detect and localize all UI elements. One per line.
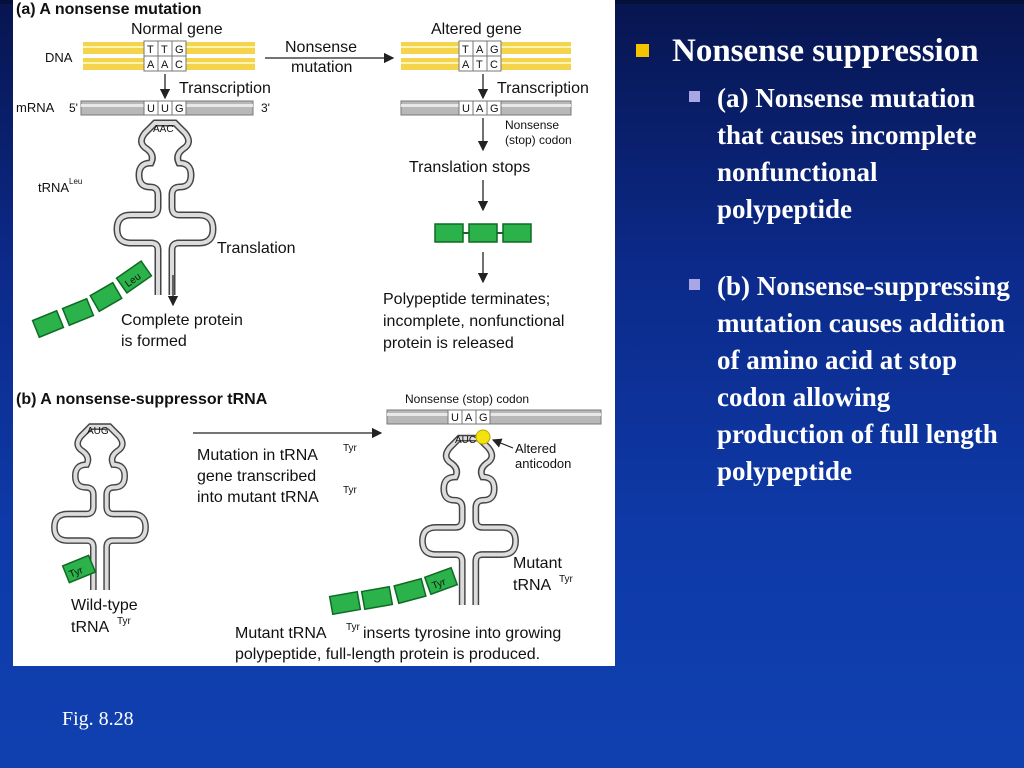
mutation-label-2: gene transcribed (197, 468, 316, 485)
mrna-label: mRNA (16, 100, 55, 115)
altered-dna-strands (401, 40, 571, 72)
mutant-tyr-label: Tyr (431, 577, 448, 592)
panel-b-mrna (386, 409, 602, 425)
mutation-label-3: into mutant tRNA (197, 489, 319, 506)
bullet-list: Nonsense suppression (a) Nonsense mutati… (632, 30, 1017, 490)
normal-codon-1: U (147, 103, 155, 115)
complete-protein-label-1: Complete protein (121, 312, 243, 329)
figure-nonsense-suppression: (a) A nonsense mutation Normal gene Alte… (13, 0, 615, 666)
wild-type-trna-label: tRNA (71, 619, 110, 636)
translation-stops-label: Translation stops (409, 159, 530, 176)
figure-caption: Fig. 8.28 (62, 708, 134, 730)
five-prime-label: 5' (69, 101, 78, 115)
bullet-text-b: (b) Nonsense-suppressing mutation causes… (717, 271, 1010, 486)
altered-anticodon-arrow (491, 438, 514, 449)
altered-codon-3: G (490, 103, 499, 115)
altered-codon-1: U (462, 103, 470, 115)
terminates-label-3: protein is released (383, 335, 514, 352)
wt-tyr-bead (61, 554, 97, 584)
trna-leu-sup: Leu (69, 177, 82, 186)
normal-top-3: G (175, 44, 184, 56)
wt-tyr-label: Tyr (68, 565, 86, 581)
diagram: (a) A nonsense mutation Normal gene Alte… (16, 1, 602, 663)
altered-anticodon-highlight (475, 429, 491, 445)
altered-label-1: Altered (515, 441, 556, 456)
transcription-label-right: Transcription (497, 80, 589, 97)
stop-codon-3: G (479, 412, 488, 424)
altered-top-2: A (476, 44, 484, 56)
nonsense-mutation-label-1: Nonsense (285, 39, 357, 56)
altered-top-1: T (462, 44, 469, 56)
transcription-label-left: Transcription (179, 80, 271, 97)
panel-a-title: (a) A nonsense mutation (16, 1, 202, 18)
normal-dna-strands (83, 40, 255, 72)
normal-bottom-1: A (147, 59, 155, 71)
heading-bullet: Nonsense suppression (632, 30, 1017, 72)
terminates-label-2: incomplete, nonfunctional (383, 313, 564, 330)
stop-codon-1: U (451, 412, 459, 424)
normal-codon-2: U (161, 103, 169, 115)
normal-gene-label: Normal gene (131, 21, 223, 38)
wild-type-trna-sup: Tyr (117, 616, 132, 627)
translation-label: Translation (217, 240, 296, 257)
panel-b-title: (b) A nonsense-suppressor tRNA (16, 391, 268, 408)
leu-anticodon: AAC (153, 124, 174, 135)
slide-heading: Nonsense suppression (672, 33, 979, 69)
inserts-label-2: polypeptide, full-length protein is prod… (235, 646, 540, 663)
mutation-sup-3: Tyr (343, 485, 358, 496)
inserts-sup: Tyr (346, 622, 361, 633)
wild-type-label: Wild-type (71, 597, 138, 614)
square-bullet-icon (689, 91, 700, 102)
altered-gene-label: Altered gene (431, 21, 522, 38)
square-bullet-icon (689, 279, 700, 290)
sub-bullet-a: (a) Nonsense mutation that causes incomp… (632, 80, 1017, 228)
mutant-trna-label: tRNA (513, 577, 552, 594)
stop-codon-2: A (465, 412, 473, 424)
mutant-trna-sup: Tyr (559, 574, 574, 585)
nonsense-codon-label-2: (stop) codon (505, 133, 572, 147)
inserts-label-a: Mutant tRNA (235, 625, 327, 642)
wt-anticodon: AUG (87, 426, 109, 437)
inserts-label-b: inserts tyrosine into growing (363, 625, 561, 642)
mutant-label: Mutant (513, 555, 562, 572)
bullet-text-a: (a) Nonsense mutation that causes incomp… (717, 83, 977, 224)
nonsense-codon-label-1: Nonsense (505, 118, 559, 132)
altered-codon-2: A (476, 103, 484, 115)
mutation-label-1: Mutation in tRNA (197, 447, 318, 464)
altered-bottom-1: A (462, 59, 470, 71)
trna-leu-label: tRNA (38, 180, 69, 195)
complete-protein-chain (31, 259, 153, 339)
altered-label-2: anticodon (515, 456, 571, 471)
mutation-sup-1: Tyr (343, 443, 358, 454)
three-prime-label: 3' (261, 101, 270, 115)
terminates-label-1: Polypeptide terminates; (383, 291, 550, 308)
mutant-anticodon: AUC (455, 435, 476, 446)
dna-label: DNA (45, 50, 73, 65)
incomplete-polypeptide (434, 223, 532, 243)
altered-top-3: G (490, 44, 499, 56)
complete-protein-label-2: is formed (121, 333, 187, 350)
normal-top-1: T (147, 44, 154, 56)
full-length-polypeptide (328, 566, 459, 616)
normal-bottom-2: A (161, 59, 169, 71)
normal-bottom-3: C (175, 59, 183, 71)
altered-bottom-2: T (476, 59, 483, 71)
square-bullet-icon (636, 44, 649, 57)
normal-codon-3: G (175, 103, 184, 115)
stop-codon-label: Nonsense (stop) codon (405, 392, 529, 406)
sub-bullet-b: (b) Nonsense-suppressing mutation causes… (632, 268, 1017, 490)
normal-top-2: T (161, 44, 168, 56)
nonsense-mutation-label-2: mutation (291, 59, 352, 76)
altered-bottom-3: C (490, 59, 498, 71)
